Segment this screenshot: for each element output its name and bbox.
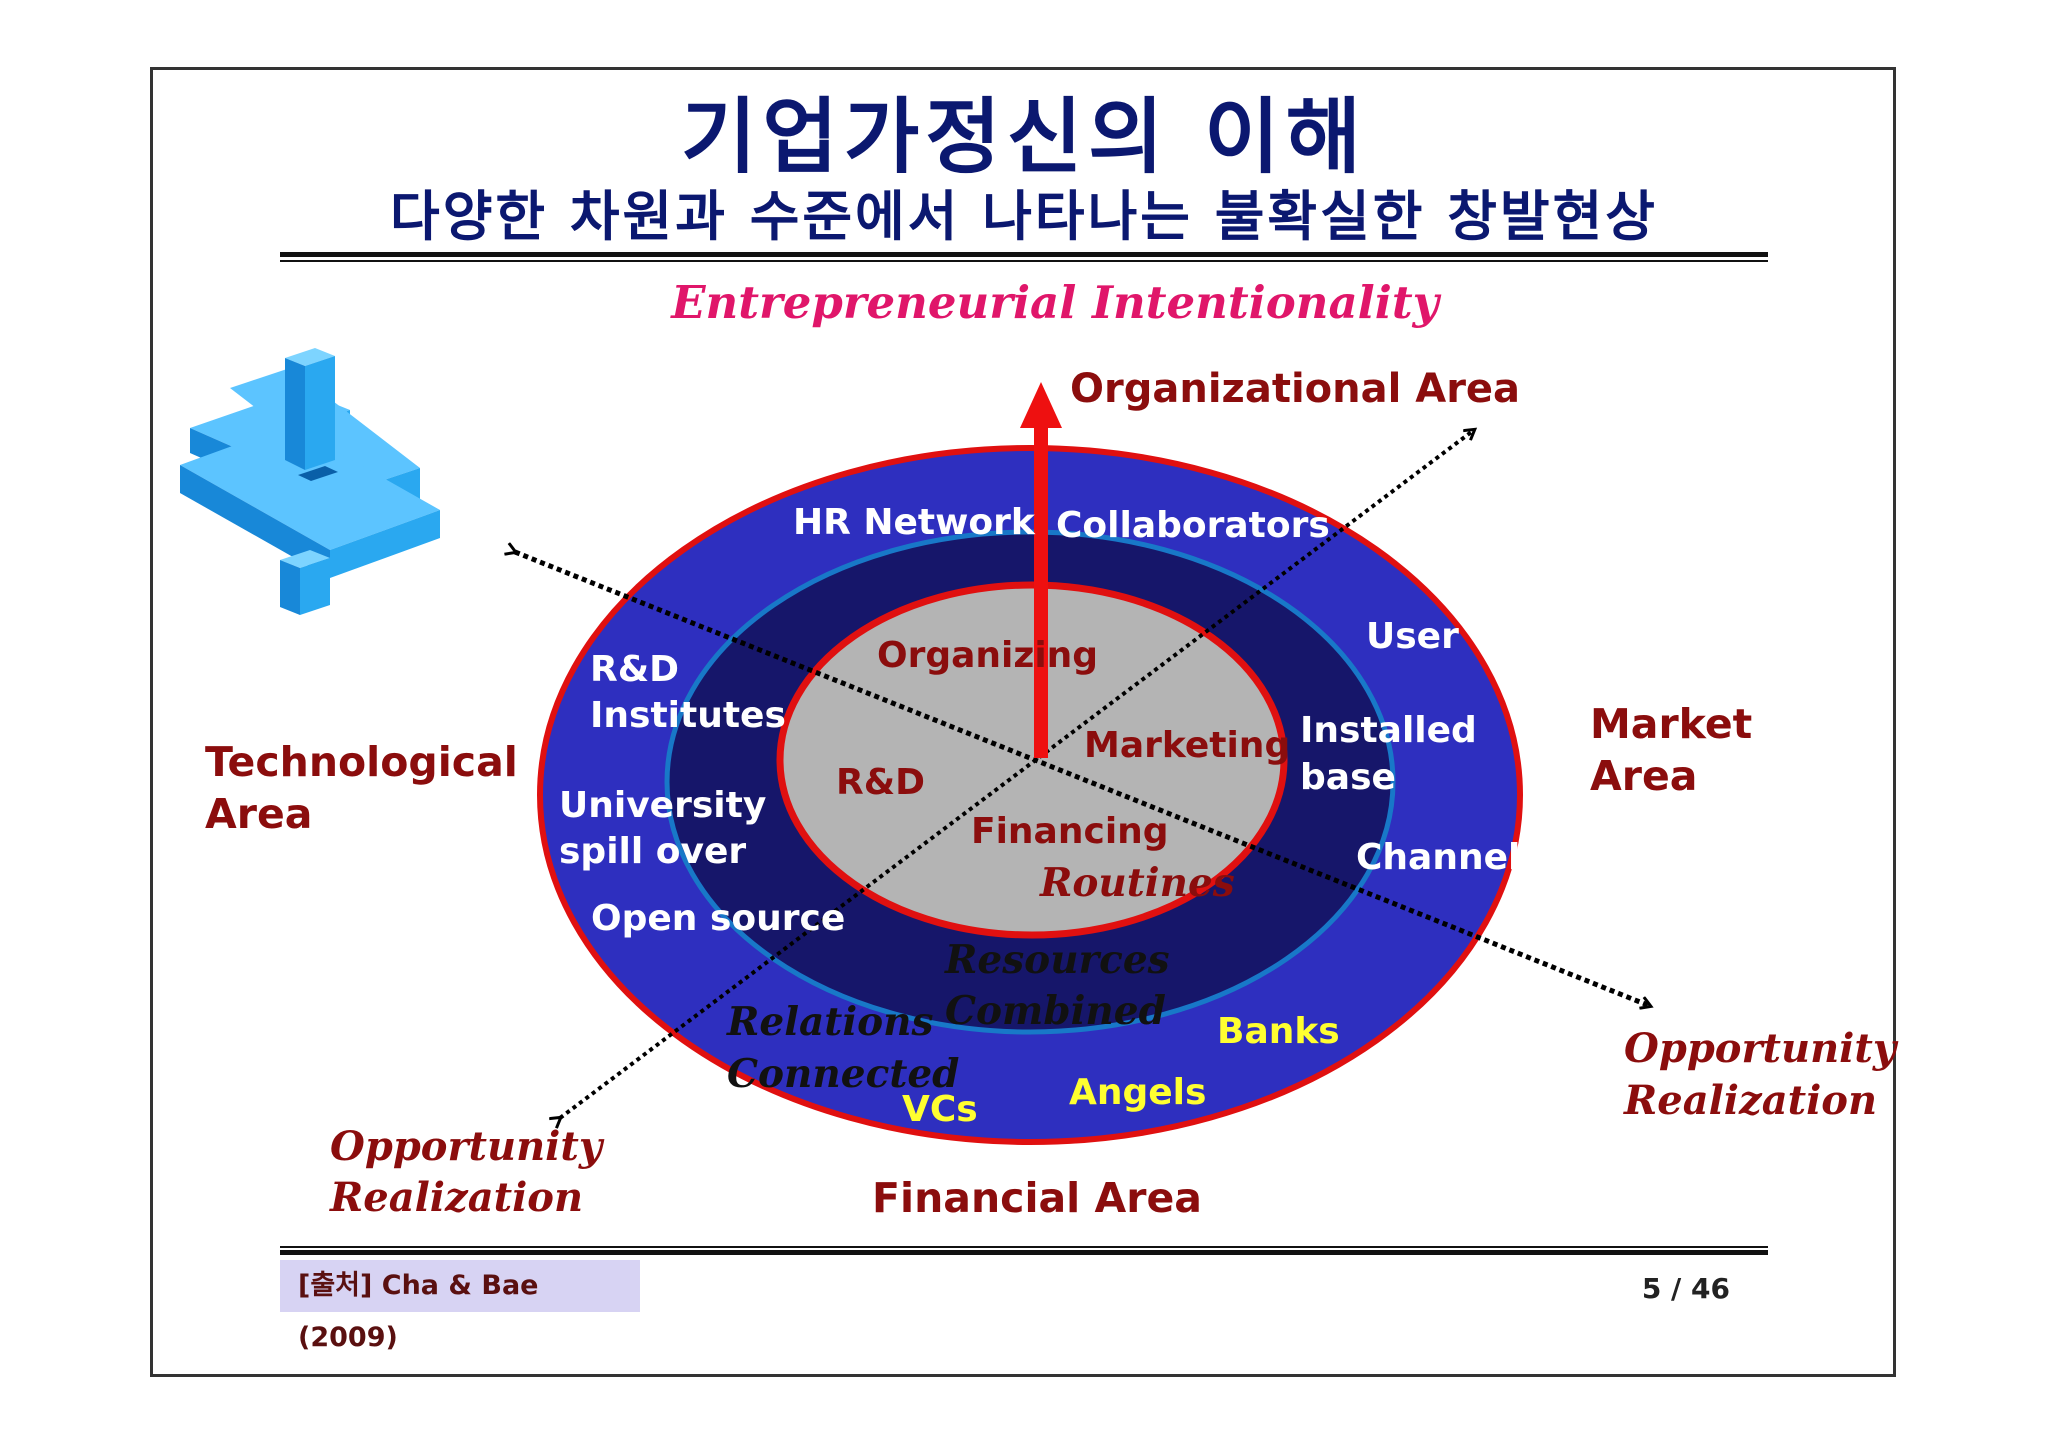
opportunity-realization-right-line2: Realization [1623, 1077, 1877, 1124]
university-label-line1: University [559, 785, 766, 826]
page-number: 5 / 46 [1590, 1272, 1730, 1305]
banks-label: Banks [1217, 1011, 1340, 1052]
relations-connected-label-line1: Relations [726, 999, 934, 1045]
resources-combined-label-line1: Resources [944, 937, 1170, 983]
slide-title: 기업가정신의 이해 [680, 90, 1368, 185]
marketing-label: Marketing [1084, 725, 1290, 766]
page-separator: / [1671, 1272, 1682, 1305]
technological-area-label-line2: Area [205, 790, 312, 838]
technological-area-label-line1: Technological [205, 738, 518, 786]
collaborators-label: Collaborators [1056, 505, 1330, 546]
organizational-area-label: Organizational Area [1070, 366, 1520, 412]
financing-label: Financing [971, 811, 1169, 852]
resources-combined-label-line2: Combined [945, 988, 1166, 1034]
opportunity-realization-left-line2: Realization [329, 1174, 583, 1221]
opportunity-realization-left-line1: Opportunity [330, 1123, 605, 1170]
vcs-label: VCs [902, 1089, 978, 1130]
diagonal-arrow-financial-org [560, 430, 1474, 1118]
relations-connected-label-line2: Connected [727, 1051, 959, 1097]
slide-frame [150, 67, 1896, 1377]
entrepreneurial-intentionality-label: Entrepreneurial Intentionality [669, 276, 1441, 329]
header-rule-thick [280, 252, 1768, 257]
organizing-label: Organizing [877, 635, 1098, 676]
market-area-label-line1: Market [1590, 700, 1752, 748]
rd-institutes-label-line1: R&D [590, 649, 679, 690]
angels-label: Angels [1069, 1072, 1206, 1113]
blue-cube-cluster-icon [180, 348, 440, 615]
footer-rule-thin [280, 1246, 1768, 1248]
slide-subtitle: 다양한 차원과 수준에서 나타나는 불확실한 창발현상 [390, 185, 1658, 248]
financial-area-label: Financial Area [872, 1174, 1202, 1222]
page-current: 5 [1641, 1272, 1662, 1305]
page-total: 46 [1691, 1272, 1730, 1305]
opportunity-realization-right-line1: Opportunity [1624, 1025, 1899, 1072]
university-label-line2: spill over [559, 831, 746, 872]
rd-label: R&D [836, 762, 925, 803]
installed-base-label-line2: base [1300, 757, 1396, 798]
market-area-label-line2: Area [1590, 752, 1697, 800]
intentionality-arrow-head [1020, 382, 1062, 428]
rd-institutes-label-line2: Institutes [590, 695, 786, 736]
footer-rule-thick [280, 1250, 1768, 1255]
source-citation: [출처] Cha & Bae (2009) [280, 1260, 640, 1353]
routines-label: Routines [1039, 860, 1235, 906]
channel-label: Channel [1356, 837, 1520, 878]
hr-network-label: HR Network [793, 502, 1036, 543]
intentionality-arrow-shaft [1034, 420, 1048, 758]
header-rule-thin [280, 260, 1768, 262]
open-source-label: Open source [591, 898, 845, 939]
installed-base-label-line1: Installed [1300, 710, 1477, 751]
user-label: User [1366, 616, 1459, 657]
